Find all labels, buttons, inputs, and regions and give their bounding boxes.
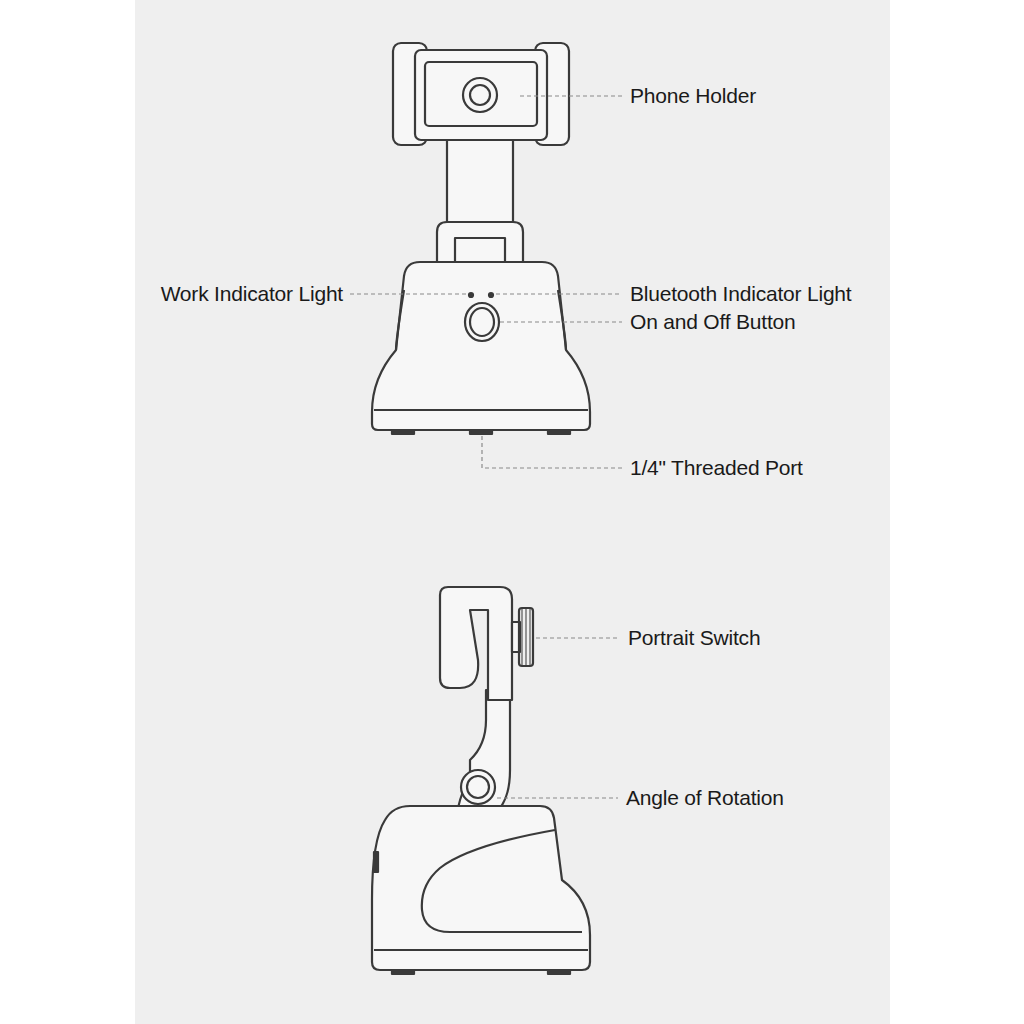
joint-slot <box>455 238 505 262</box>
base-side-line <box>396 290 404 350</box>
leader-line <box>496 293 622 294</box>
leader-line <box>536 637 620 638</box>
side-clamp <box>440 587 512 700</box>
work-indicator-dot <box>469 293 473 297</box>
foot <box>548 430 570 434</box>
holder-mount-inner <box>470 85 490 105</box>
power-button <box>465 303 499 341</box>
part-label: Bluetooth Indicator Light <box>630 282 852 305</box>
side-button <box>374 852 378 872</box>
holder-face <box>425 62 537 126</box>
foot <box>392 970 414 974</box>
side-recess <box>422 830 582 932</box>
holder-body <box>415 50 547 140</box>
rotation-pivot-inner <box>467 776 489 798</box>
bluetooth-indicator-dot <box>489 293 493 297</box>
part-label: Angle of Rotation <box>626 786 784 809</box>
front-base <box>372 262 590 430</box>
leader-line <box>482 436 622 468</box>
power-button-inner <box>470 308 494 336</box>
leader-lines <box>350 96 622 798</box>
part-label: Work Indicator Light <box>161 282 343 305</box>
leader-line <box>350 293 466 294</box>
foot <box>392 430 414 434</box>
holder-arm <box>447 130 513 230</box>
foot <box>470 430 492 434</box>
side-base-rim <box>374 949 588 951</box>
base-side-line <box>558 290 566 350</box>
holder-mount <box>463 78 497 112</box>
arm-joint <box>437 222 523 262</box>
part-label: 1/4" Threaded Port <box>630 456 803 479</box>
part-label: Phone Holder <box>630 84 756 107</box>
background-panel <box>135 0 890 1024</box>
part-label: On and Off Button <box>630 310 796 333</box>
portrait-knob <box>519 608 533 666</box>
side-base <box>372 806 590 970</box>
foot <box>548 970 570 974</box>
leader-line <box>500 321 622 322</box>
leader-line <box>497 797 618 798</box>
rotation-pivot <box>461 770 495 804</box>
part-label: Portrait Switch <box>628 626 760 649</box>
base-rim <box>374 409 588 411</box>
side-arm <box>458 690 510 808</box>
leader-line <box>520 95 622 96</box>
